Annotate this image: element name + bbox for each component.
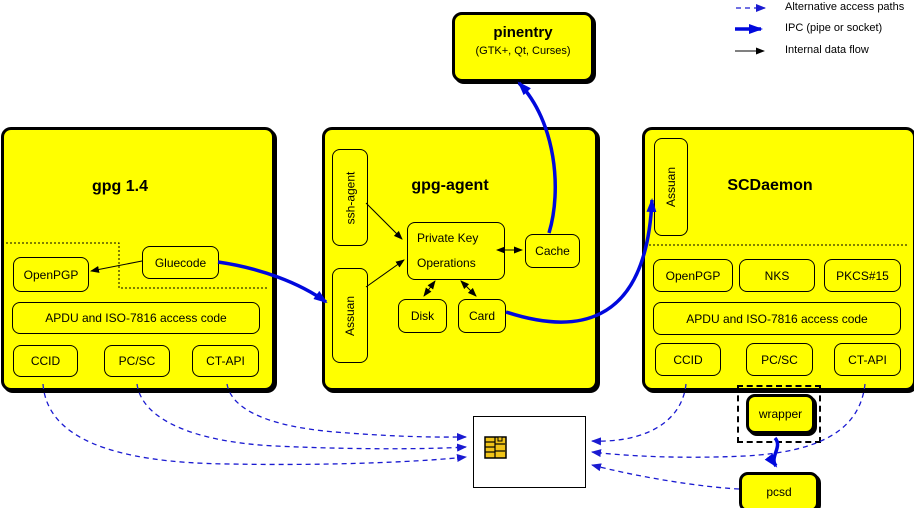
gpg-agent-assuan-label: Assuan: [343, 295, 357, 336]
gpg14-title: gpg 1.4: [91, 178, 148, 195]
smartcard-reader: [473, 416, 586, 488]
pcsd-box: pcsd: [739, 472, 819, 508]
smartcard-chip-icon: [484, 436, 507, 459]
pinentry-subtitle: (GTK+, Qt, Curses): [475, 45, 571, 57]
scdaemon-assuan-module: Assuan: [654, 138, 688, 236]
scdaemon-pkcs15-module: PKCS#15: [824, 259, 901, 292]
alt-path-gpg14-ccid-to-reader: [42, 383, 467, 466]
alt-path-scdaemon-ccid-to-reader: [591, 383, 687, 446]
legend-internal-flow-label: Internal data flow: [785, 44, 869, 56]
scdaemon-nks-module: NKS: [739, 259, 815, 292]
gpg-agent-private-key-operations-module: Private Key Operations: [407, 222, 505, 280]
pinentry-title: pinentry: [493, 24, 553, 41]
gpg-agent-ssh-agent-module: ssh-agent: [332, 149, 368, 246]
scdaemon-ctapi-module: CT-API: [834, 343, 901, 376]
gpg-agent-card-module: Card: [458, 299, 506, 333]
scdaemon-assuan-label: Assuan: [664, 166, 678, 208]
alt-path-gpg14-pcsc-to-reader: [136, 383, 467, 452]
gpg14-openpgp-module: OpenPGP: [13, 257, 89, 292]
gpg14-gluecode-module: Gluecode: [142, 246, 219, 279]
legend-alternative-access-label: Alternative access paths: [785, 1, 905, 13]
gpg14-pcsc-module: PC/SC: [104, 345, 170, 377]
gpg-agent-assuan-module: Assuan: [332, 268, 368, 363]
scdaemon-title: SCDaemon: [727, 177, 813, 194]
gpg14-apdu-module: APDU and ISO-7816 access code: [12, 302, 260, 334]
ssh-agent-label: ssh-agent: [343, 171, 358, 224]
legend-ipc-label: IPC (pipe or socket): [785, 22, 883, 34]
alt-path-gpg14-ctapi-to-reader: [226, 383, 467, 442]
gpg-agent-title: gpg-agent: [411, 177, 489, 194]
gpg14-ccid-module: CCID: [13, 345, 78, 377]
pinentry-box: pinentry (GTK+, Qt, Curses): [452, 12, 594, 82]
scdaemon-ccid-module: CCID: [655, 343, 721, 376]
gpg-agent-cache-module: Cache: [525, 234, 580, 268]
wrapper-box: wrapper: [746, 394, 815, 434]
scdaemon-pcsc-module: PC/SC: [746, 343, 813, 376]
scdaemon-openpgp-module: OpenPGP: [653, 259, 733, 292]
gpg14-ctapi-module: CT-API: [192, 345, 259, 377]
alt-path-scdaemon-ctapi-to-reader: [591, 383, 866, 458]
scdaemon-apdu-module: APDU and ISO-7816 access code: [653, 302, 901, 335]
alt-path-pcsd-to-reader: [591, 463, 740, 490]
gpg-agent-disk-module: Disk: [398, 299, 447, 333]
